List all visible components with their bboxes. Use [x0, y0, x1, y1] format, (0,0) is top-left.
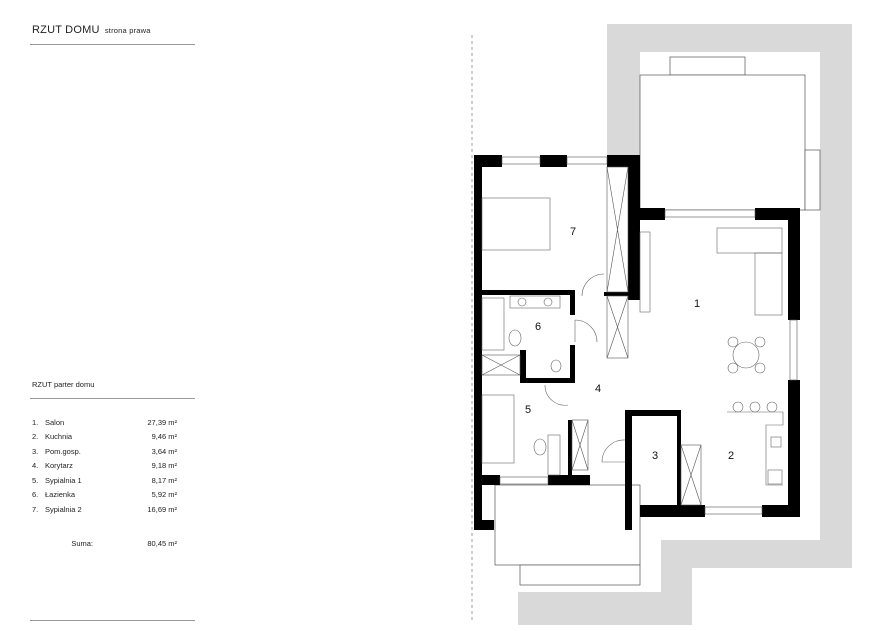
- room-no: 2.: [32, 432, 39, 442]
- vanity: [509, 295, 561, 309]
- room-row: 4. Korytarz 9,18 m²: [32, 459, 177, 474]
- room-area: 3,64 m²: [151, 446, 177, 456]
- room-name: Sypialnia 2: [45, 504, 82, 514]
- sum-row: Suma: 80,45 m²: [32, 539, 177, 548]
- door: [601, 439, 626, 463]
- room-name: Sypialnia 1: [45, 475, 82, 485]
- room-row: 2. Kuchnia 9,46 m²: [32, 430, 177, 445]
- room-label-1: 1: [694, 298, 700, 310]
- room-label-2: 2: [728, 450, 734, 462]
- room-no: 6.: [32, 490, 39, 500]
- room-no: 4.: [32, 461, 39, 471]
- room-label-7: 7: [570, 226, 576, 238]
- tv-unit: [639, 231, 651, 313]
- door: [581, 273, 605, 297]
- room-row: 1. Salon 27,39 m²: [32, 415, 177, 430]
- room-no: 5.: [32, 475, 39, 485]
- toilet: [508, 329, 522, 347]
- room-label-6: 6: [535, 321, 541, 333]
- divider: [30, 398, 195, 399]
- room-row: 3. Pom.gosp. 3,64 m²: [32, 444, 177, 459]
- room-name: Salon: [45, 417, 65, 427]
- room-area: 9,46 m²: [151, 432, 177, 442]
- door: [574, 319, 598, 343]
- divider: [30, 44, 195, 45]
- title-main: RZUT DOMU: [32, 24, 100, 36]
- room-row: 6. Łazienka 5,92 m²: [32, 488, 177, 503]
- door: [544, 384, 569, 406]
- room-name: Kuchnia: [45, 432, 73, 442]
- terrace: [639, 56, 821, 211]
- legend-title: RZUT parter domu: [32, 380, 95, 389]
- room-area: 9,18 m²: [151, 461, 177, 471]
- room-list: 1. Salon 27,39 m² 2. Kuchnia 9,46 m² 3. Pom.g…: [32, 415, 177, 517]
- room-no: 1.: [32, 417, 39, 427]
- room-name: Korytarz: [45, 461, 73, 471]
- room-area: 16,69 m²: [147, 504, 177, 514]
- kitchen-counter: [727, 411, 784, 486]
- room-name: Łazienka: [45, 490, 76, 500]
- room-area: 27,39 m²: [147, 417, 177, 427]
- balcony: [494, 484, 641, 586]
- walls: [474, 155, 800, 530]
- wardrobes: [481, 166, 702, 506]
- room-label-3: 3: [652, 450, 658, 462]
- sofa: [716, 227, 783, 254]
- terrain: [518, 24, 852, 625]
- title-sub: strona prawa: [104, 26, 151, 35]
- bed: [481, 197, 551, 251]
- room-no: 7.: [32, 504, 39, 514]
- room-no: 3.: [32, 446, 39, 456]
- sheet-title: RZUT DOMU strona prawa: [32, 24, 151, 36]
- room-row: 5. Sypialnia 1 8,17 m²: [32, 473, 177, 488]
- divider: [30, 620, 195, 621]
- room-row: 7. Sypialnia 2 16,69 m²: [32, 502, 177, 517]
- room-area: 8,17 m²: [151, 475, 177, 485]
- bathtub: [481, 297, 505, 351]
- bed: [481, 394, 515, 464]
- sum-label: Suma:: [71, 539, 93, 548]
- room-area: 5,92 m²: [151, 490, 177, 500]
- room-labels: 1 2 3 4 5 6 7: [525, 226, 734, 462]
- windows: [499, 156, 798, 515]
- room-name: Pom.gosp.: [45, 446, 81, 456]
- furniture: [481, 197, 784, 486]
- dining-table: [732, 341, 760, 369]
- room-label-5: 5: [525, 404, 531, 416]
- room-label-4: 4: [595, 383, 601, 395]
- sum-value: 80,45 m²: [147, 539, 177, 548]
